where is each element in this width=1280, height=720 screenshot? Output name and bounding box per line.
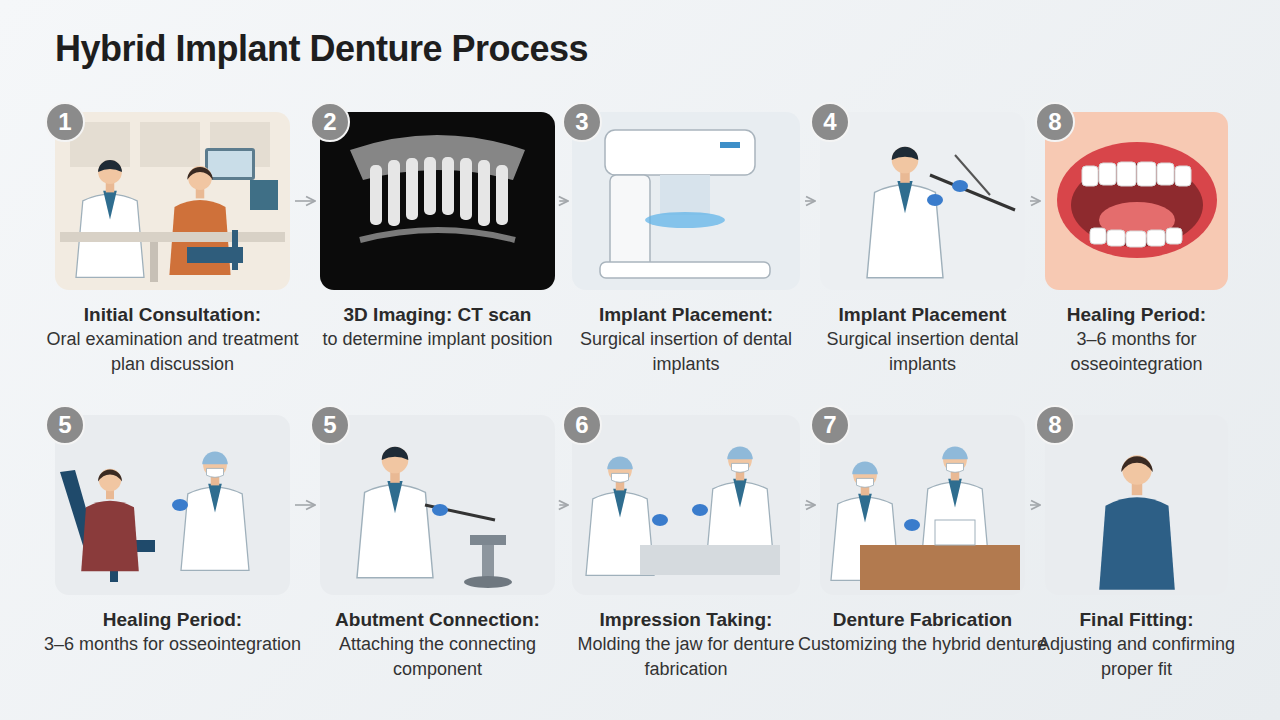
step-caption: Abutment Connection:Attaching the connec… bbox=[292, 607, 583, 682]
diagram-title: Hybrid Implant Denture Process bbox=[55, 28, 588, 70]
step-description: 3–6 months for osseointegration bbox=[27, 632, 318, 657]
step-number: 4 bbox=[810, 102, 850, 142]
step-card: 4Implant PlacementSurgical insertion den… bbox=[820, 112, 1025, 290]
step-number: 6 bbox=[562, 405, 602, 445]
step-description: Surgical insertion dental implants bbox=[792, 327, 1053, 377]
step-caption: Initial Consultation:Oral examination an… bbox=[27, 302, 318, 377]
step-description: Molding the jaw for denture fabrication bbox=[544, 632, 828, 682]
step-heading: Final Fitting: bbox=[1017, 607, 1256, 632]
step-caption: Denture FabricationCustomizing the hybri… bbox=[792, 607, 1053, 657]
flow-arrow bbox=[559, 200, 568, 202]
step-description: Surgical insertion of dental implants bbox=[544, 327, 828, 377]
step-card: 6Impression Taking:Molding the jaw for d… bbox=[572, 415, 800, 595]
step-card: 7Denture FabricationCustomizing the hybr… bbox=[820, 415, 1025, 595]
flow-arrow bbox=[295, 200, 315, 202]
step-card: 23D Imaging: CT scanto determine implant… bbox=[320, 112, 555, 290]
step-caption: Healing Period:3–6 months for osseointeg… bbox=[1017, 302, 1256, 377]
step-description: Attaching the connecting component bbox=[292, 632, 583, 682]
step-description: Adjusting and confirming proper fit bbox=[1017, 632, 1256, 682]
step-heading: Healing Period: bbox=[27, 607, 318, 632]
step-caption: 3D Imaging: CT scanto determine implant … bbox=[292, 302, 583, 352]
flow-arrow bbox=[805, 504, 815, 506]
flow-arrow bbox=[1030, 200, 1040, 202]
flow-arrow bbox=[559, 504, 568, 506]
flow-arrow bbox=[1030, 504, 1040, 506]
step-card: 8Final Fitting:Adjusting and confirming … bbox=[1045, 415, 1228, 595]
step-description: Oral examination and treatment plan disc… bbox=[27, 327, 318, 377]
step-number: 5 bbox=[45, 405, 85, 445]
step-number: 5 bbox=[310, 405, 350, 445]
flow-arrow bbox=[805, 200, 815, 202]
step-number: 8 bbox=[1035, 102, 1075, 142]
step-number: 7 bbox=[810, 405, 850, 445]
step-heading: Abutment Connection: bbox=[292, 607, 583, 632]
step-card: 5Healing Period:3–6 months for osseointe… bbox=[55, 415, 290, 595]
step-heading: 3D Imaging: CT scan bbox=[292, 302, 583, 327]
step-number: 3 bbox=[562, 102, 602, 142]
flow-arrow bbox=[295, 504, 315, 506]
step-description: to determine implant position bbox=[292, 327, 583, 352]
step-card: 1Initial Consultation:Oral examination a… bbox=[55, 112, 290, 290]
step-description: 3–6 months for osseointegration bbox=[1017, 327, 1256, 377]
step-heading: Denture Fabrication bbox=[792, 607, 1053, 632]
step-card: 8Healing Period:3–6 months for osseointe… bbox=[1045, 112, 1228, 290]
step-heading: Implant Placement bbox=[792, 302, 1053, 327]
step-card: 3Implant Placement:Surgical insertion of… bbox=[572, 112, 800, 290]
step-number: 8 bbox=[1035, 405, 1075, 445]
step-card: 5Abutment Connection:Attaching the conne… bbox=[320, 415, 555, 595]
step-heading: Impression Taking: bbox=[544, 607, 828, 632]
step-heading: Healing Period: bbox=[1017, 302, 1256, 327]
step-number: 1 bbox=[45, 102, 85, 142]
step-caption: Healing Period:3–6 months for osseointeg… bbox=[27, 607, 318, 657]
step-number: 2 bbox=[310, 102, 350, 142]
step-caption: Final Fitting:Adjusting and confirming p… bbox=[1017, 607, 1256, 682]
step-caption: Implant Placement:Surgical insertion of … bbox=[544, 302, 828, 377]
step-caption: Impression Taking:Molding the jaw for de… bbox=[544, 607, 828, 682]
step-heading: Implant Placement: bbox=[544, 302, 828, 327]
step-heading: Initial Consultation: bbox=[27, 302, 318, 327]
step-description: Customizing the hybrid denture bbox=[792, 632, 1053, 657]
step-caption: Implant PlacementSurgical insertion dent… bbox=[792, 302, 1053, 377]
